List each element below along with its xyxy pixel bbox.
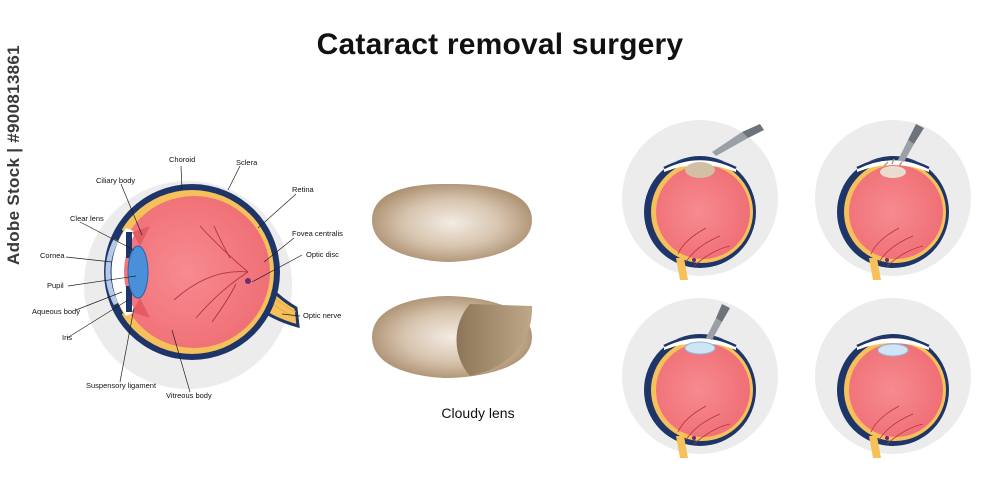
vitreous-body-shape bbox=[118, 196, 270, 348]
eye-anatomy-illustration: Choroid Ciliary body Sclera Retina Clear… bbox=[32, 155, 343, 400]
label-optic-nerve: Optic nerve bbox=[303, 311, 341, 320]
surgery-step-4 bbox=[815, 298, 971, 458]
artificial-lens bbox=[877, 343, 909, 357]
page-title: Cataract removal surgery bbox=[316, 28, 684, 61]
injector-icon bbox=[706, 318, 722, 340]
cloudy-lens-illustration bbox=[372, 183, 533, 378]
surgery-step-3 bbox=[622, 298, 778, 458]
optic-disc-dot bbox=[245, 278, 251, 284]
clear-lens-shape bbox=[127, 245, 149, 299]
surgery-step-1 bbox=[622, 120, 778, 280]
label-optic-disc: Optic disc bbox=[306, 250, 339, 259]
lens-cross-section bbox=[456, 304, 533, 376]
label-clear-lens: Clear lens bbox=[70, 214, 104, 223]
blood-vessels bbox=[173, 225, 249, 323]
label-iris: Iris bbox=[62, 333, 72, 342]
label-pupil: Pupil bbox=[47, 281, 64, 290]
cloudy-lens-top bbox=[372, 183, 532, 262]
label-aqueous-body: Aqueous body bbox=[32, 307, 80, 316]
label-vitreous-body: Vitreous body bbox=[166, 391, 212, 400]
cloudy-lens-caption: Cloudy lens bbox=[441, 405, 515, 421]
label-ciliary-body: Ciliary body bbox=[96, 176, 135, 185]
scalpel-icon bbox=[712, 132, 748, 156]
probe-icon bbox=[898, 140, 914, 162]
surgery-step-2 bbox=[815, 120, 971, 280]
label-suspensory-ligament: Suspensory ligament bbox=[86, 381, 157, 390]
label-sclera: Sclera bbox=[236, 158, 258, 167]
label-choroid: Choroid bbox=[169, 155, 195, 164]
stock-watermark: Adobe Stock | #900813861 bbox=[4, 45, 23, 265]
label-retina: Retina bbox=[292, 185, 315, 194]
label-fovea-centralis: Fovea centralis bbox=[292, 229, 343, 238]
iris-shape bbox=[126, 232, 132, 258]
label-cornea: Cornea bbox=[40, 251, 65, 260]
